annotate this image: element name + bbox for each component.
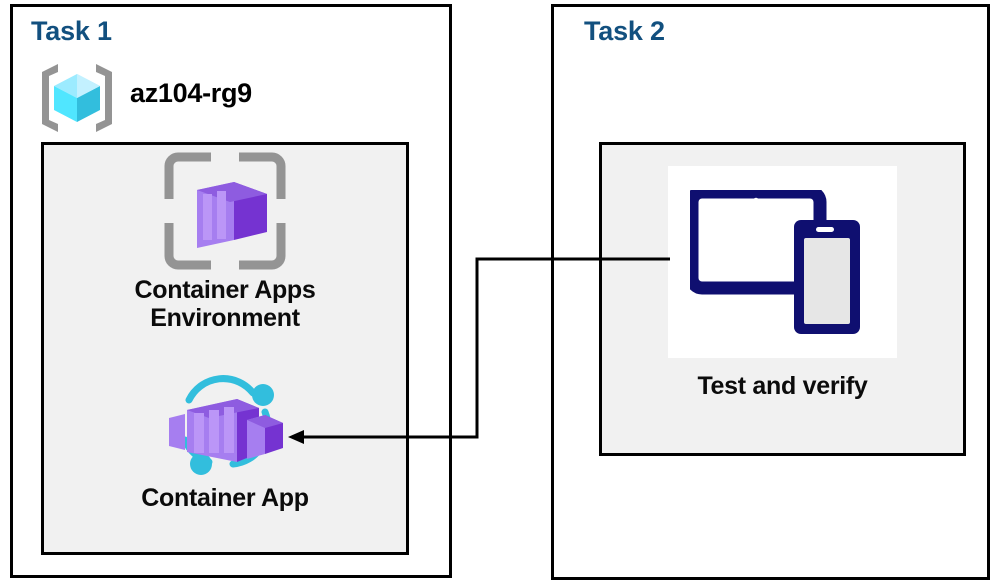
resource-group-icon <box>36 64 118 140</box>
resource-group-name: az104-rg9 <box>130 78 252 108</box>
task-2-title: Task 2 <box>584 16 665 46</box>
container-apps-environment-icon <box>164 152 286 275</box>
container-app-label: Container App <box>141 484 309 512</box>
resource-container-app: Container App <box>41 374 409 512</box>
test-and-verify-label: Test and verify <box>697 372 868 400</box>
devices-icon <box>685 185 876 343</box>
container-apps-environment-label: Container Apps Environment <box>134 276 316 332</box>
task-1-title: Task 1 <box>31 16 112 46</box>
container-app-icon <box>161 374 289 483</box>
resource-container-apps-environment: Container Apps Environment <box>41 152 409 332</box>
resource-group-header: az104-rg9 <box>36 60 336 136</box>
resource-test-and-verify: Test and verify <box>599 166 966 400</box>
